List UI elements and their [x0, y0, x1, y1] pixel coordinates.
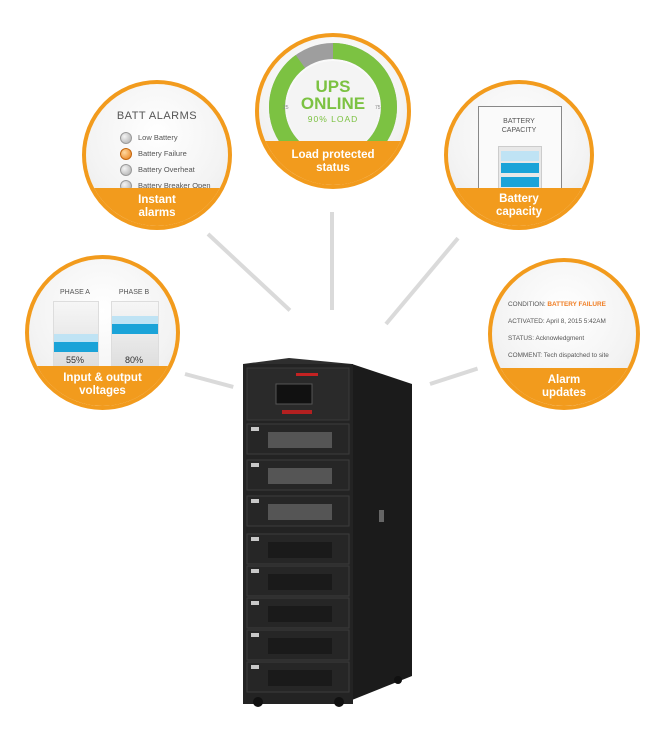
connector-line — [429, 366, 479, 386]
phase-b-value: 80% — [124, 355, 143, 365]
alarm-updates-band: Alarm updates — [492, 368, 636, 406]
ups-load: 90% LOAD — [307, 114, 359, 124]
voltages-circle: PHASE A PHASE B 55% 80% Input & output v… — [25, 255, 180, 410]
battery-capacity-band: Battery capacity — [448, 188, 590, 226]
phase-a-value: 55% — [65, 355, 84, 365]
status-led-icon — [120, 132, 132, 145]
connector-line — [184, 372, 234, 389]
instant-alarms-band: Instant alarms — [86, 188, 228, 226]
instant-alarms-circle: BATT ALARMS Low Battery Battery Failure … — [82, 80, 232, 230]
alarm-item-battery-failure: Battery Failure — [120, 146, 211, 162]
batt-alarm-list: Low Battery Battery Failure Battery Over… — [120, 130, 211, 194]
battery-capacity-title-1: BATTERY — [503, 118, 535, 125]
phase-a-bar — [53, 301, 99, 373]
gauge-tick-right: 75 — [375, 105, 381, 111]
phase-b-bar — [111, 301, 159, 373]
ups-line2: ONLINE — [300, 94, 366, 113]
condition-row: CONDITION: BATTERY FAILURE — [508, 301, 606, 308]
comment-row: COMMENT: Tech dispatched to site — [508, 352, 609, 359]
load-protected-band: Load protected status — [259, 141, 407, 185]
batt-alarms-title: BATT ALARMS — [116, 110, 198, 122]
connector-line — [330, 212, 334, 310]
connector-line — [384, 236, 460, 326]
ups-line1: UPS — [315, 77, 351, 96]
alarm-updates-circle: CONDITION: BATTERY FAILURE ACTIVATED: Ap… — [488, 258, 640, 410]
status-led-icon — [120, 164, 132, 177]
alarm-item-low-battery: Low Battery — [120, 130, 211, 146]
phase-b-label: PHASE B — [118, 289, 150, 296]
connector-line — [206, 232, 292, 312]
alarm-item-battery-overheat: Battery Overheat — [120, 162, 211, 178]
activated-row: ACTIVATED: April 8, 2015 5:42AM — [508, 318, 606, 325]
condition-value: BATTERY FAILURE — [547, 301, 606, 308]
phase-a-label: PHASE A — [60, 289, 90, 296]
alarm-details: CONDITION: BATTERY FAILURE ACTIVATED: Ap… — [508, 296, 609, 364]
status-row: STATUS: Acknowledgment — [508, 335, 585, 342]
battery-capacity-circle: BATTERY CAPACITY Battery capacity — [444, 80, 594, 230]
gauge-tick-left: 25 — [283, 105, 289, 111]
voltages-band: Input & output voltages — [29, 366, 176, 406]
load-protected-circle: 25 75 UPS ONLINE 90% LOAD Load protected… — [255, 33, 411, 189]
battery-capacity-title-2: CAPACITY — [501, 127, 537, 134]
status-led-icon — [120, 148, 132, 161]
